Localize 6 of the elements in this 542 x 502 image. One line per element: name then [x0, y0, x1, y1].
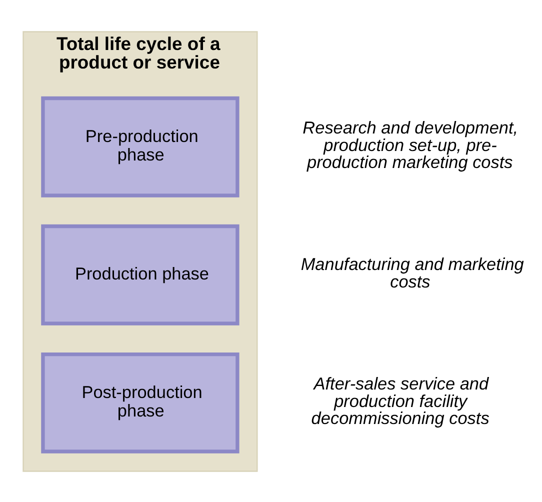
- label: Research and development, production set-up, pre-production marketing costs: [302, 117, 518, 172]
- label: After-sales service and production facility decommissioning costs: [311, 373, 490, 428]
- node-box: Pre-production phase: [41, 96, 240, 197]
- node-box: Post-production phase: [41, 352, 240, 453]
- label: Manufacturing and marketing costs: [300, 254, 524, 291]
- node-box: Production phase: [41, 224, 240, 325]
